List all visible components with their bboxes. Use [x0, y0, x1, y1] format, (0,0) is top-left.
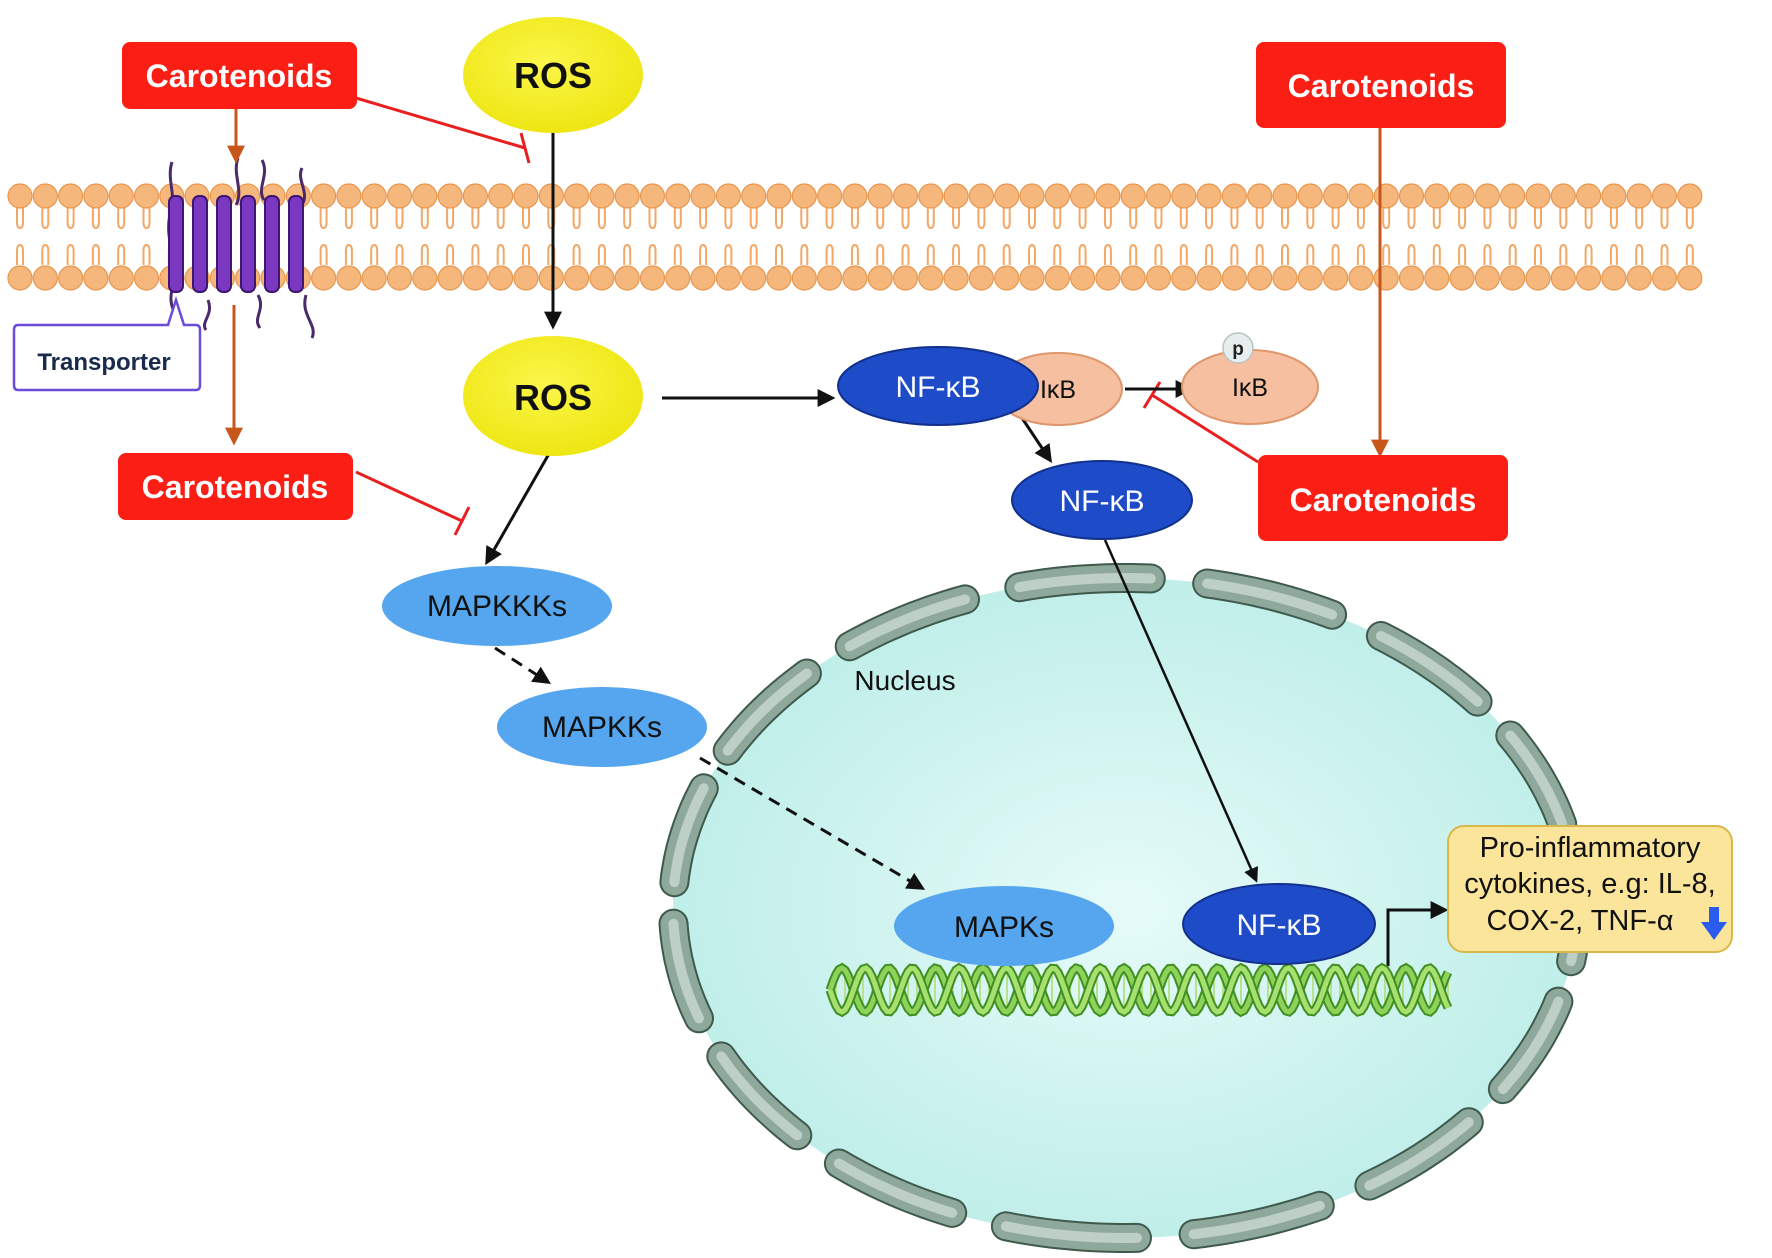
dna-helix	[825, 962, 1453, 1018]
carotenoids-mid-left: Carotenoids	[118, 453, 353, 520]
transporter-label: Transporter	[37, 349, 170, 376]
nfkb-nuclear-label: NF-κB	[1237, 909, 1322, 942]
mapkkks-label: MAPKKKs	[427, 590, 567, 623]
down-arrow-icon	[1701, 907, 1727, 940]
carotenoids-top-left: Carotenoids	[122, 42, 357, 109]
inhibit-ikb-bar	[1142, 381, 1162, 409]
ikb-label: IκB	[1040, 376, 1076, 404]
mapkks: MAPKKs	[497, 687, 707, 767]
transcription-arrow	[1386, 901, 1449, 966]
ros-inside-label: ROS	[514, 377, 592, 418]
cytokines-line1: Pro-inflammatory	[1480, 832, 1701, 864]
cytokines-box: Pro-inflammatory cytokines, e.g: IL-8, C…	[1447, 825, 1733, 953]
ros-outside-label: ROS	[514, 55, 592, 96]
mapks-label: MAPKs	[954, 911, 1054, 944]
cytokines-line2: cytokines, e.g: IL-8,	[1464, 868, 1715, 900]
mapkkks: MAPKKKs	[382, 566, 612, 646]
phosphate-badge	[1222, 332, 1254, 364]
phosphate-label: p	[1232, 339, 1244, 360]
phospho-ikb-label: IκB	[1232, 374, 1268, 402]
ros-to-mapkkk-arrow	[485, 451, 552, 566]
inhibit-mapk-bar	[453, 506, 471, 536]
carotenoids-top-left-label: Carotenoids	[146, 58, 333, 94]
nfkb-release-arrow	[1020, 417, 1052, 463]
transporter-callout: Transporter	[12, 295, 202, 392]
carotenoids-mid-right-label: Carotenoids	[1290, 482, 1477, 518]
nfkb-translocation-arrow	[1103, 539, 1258, 883]
nfkb-free-label: NF-κB	[1060, 485, 1145, 518]
ros-outside: ROS	[463, 17, 643, 133]
cytokines-line3: COX-2, TNF-α	[1486, 905, 1673, 937]
carotenoids-mid-right: Carotenoids	[1258, 455, 1508, 541]
mapkkk-to-mapkk-arrow	[494, 646, 552, 684]
carotenoids-mid-left-label: Carotenoids	[142, 469, 329, 505]
connectors	[225, 96, 1449, 966]
cell-membrane	[7, 183, 1703, 291]
nfkb-nuclear: NF-κB	[1182, 883, 1376, 965]
nfkb-complex-label: NF-κB	[896, 371, 981, 404]
inhibit-ros-bar	[519, 132, 531, 164]
mapkk-to-mapk-arrow	[699, 756, 926, 890]
ros-inside: ROS	[463, 336, 643, 456]
nucleus: Nucleus	[658, 563, 1593, 1253]
carotenoids-top-right-label: Carotenoids	[1288, 68, 1475, 104]
inhibit-ikb-line	[1151, 393, 1259, 464]
transporter-protein	[167, 157, 315, 339]
carotenoids-top-right: Carotenoids	[1256, 42, 1506, 128]
nucleus-body	[673, 578, 1577, 1238]
mapkks-label: MAPKKs	[542, 711, 662, 744]
inhibit-mapk-line	[355, 470, 463, 523]
mapks: MAPKs	[894, 886, 1114, 966]
nucleus-label: Nucleus	[854, 665, 955, 696]
phospho-ikb: IκB p	[1181, 332, 1319, 425]
nfkb-free: NF-κB	[1011, 460, 1193, 540]
inhibit-ros-line	[355, 96, 526, 150]
nfkb-ikb-complex: IκB NF-κB	[837, 346, 1123, 426]
